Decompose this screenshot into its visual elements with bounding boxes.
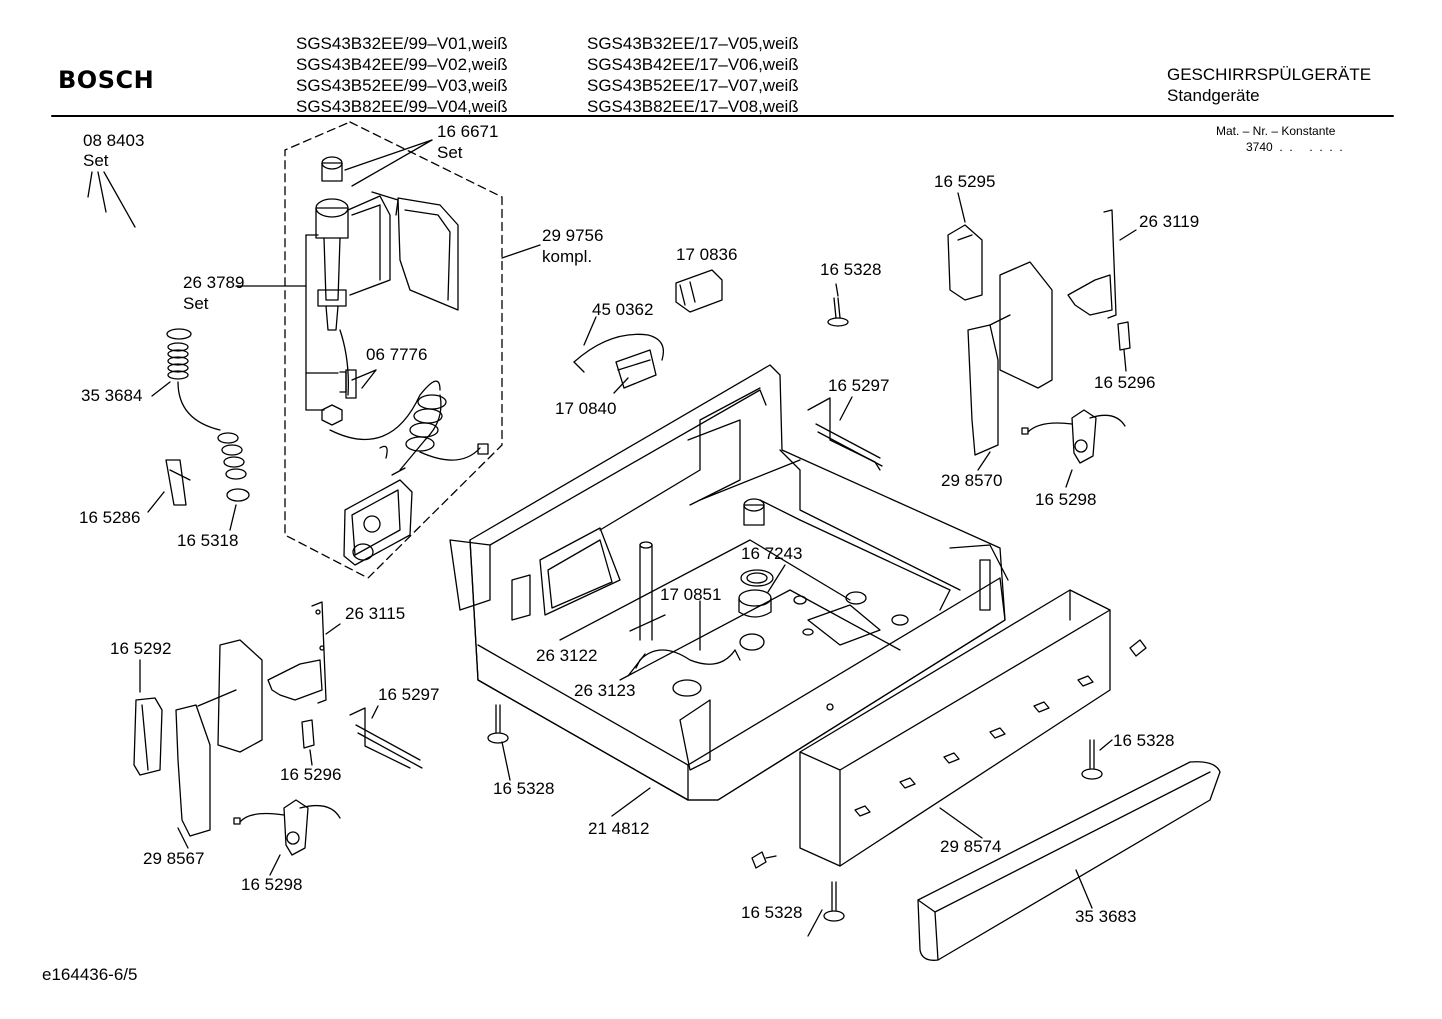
screw-165328-right (1081, 739, 1103, 780)
part-label: 16 5328 (741, 903, 803, 922)
part-label: 16 5295 (934, 172, 996, 191)
part-label: 26 3123 (574, 681, 636, 700)
clip-165296-right (1117, 321, 1131, 351)
part-label: 16 5292 (110, 639, 172, 658)
model-item: SGS43B52EE/17–V07,weiß (587, 76, 799, 95)
screw-165328-top (827, 297, 849, 327)
trim-353683 (917, 761, 1221, 961)
category-title: GESCHIRRSPÜLGERÄTE (1167, 65, 1372, 84)
clip-165296-left (301, 719, 315, 749)
part-label: 16 6671 (437, 122, 499, 141)
connector-170836 (675, 269, 723, 313)
part-label: 16 5296 (280, 765, 342, 784)
spring-and-hose-left (165, 328, 250, 506)
part-label: 35 3684 (81, 386, 143, 405)
part-label: 16 5298 (241, 875, 303, 894)
model-list-1: SGS43B32EE/99–V01,weiß SGS43B42EE/99–V02… (296, 33, 508, 117)
model-item: SGS43B32EE/17–V05,weiß (587, 34, 799, 53)
model-item: SGS43B42EE/99–V02,weiß (296, 55, 508, 74)
part-label: 29 8567 (143, 849, 205, 868)
model-item: SGS43B32EE/99–V01,weiß (296, 34, 508, 53)
part-label: 16 5318 (177, 531, 239, 550)
model-item: SGS43B52EE/99–V03,weiß (296, 76, 508, 95)
material-number-value: 3740 . . . . . . (1246, 140, 1343, 154)
part-label: 45 0362 (592, 300, 654, 319)
brand-logo: BOSCH (58, 66, 155, 94)
water-valve-assembly (315, 156, 459, 426)
bracket-298567 (133, 639, 263, 837)
hose-assembly (329, 380, 489, 476)
screw-165328-left (487, 704, 509, 744)
screw-small-a (1129, 639, 1147, 657)
cable-450362 (573, 333, 665, 389)
part-label: 06 7776 (366, 345, 428, 364)
drawing-id: e164436-6/5 (42, 965, 138, 984)
part-label: 17 0836 (676, 245, 738, 264)
part-label: 35 3683 (1075, 907, 1137, 926)
kickplate-298574 (799, 589, 1111, 867)
part-label: 26 3119 (1139, 212, 1200, 231)
part-label: 17 0851 (660, 585, 722, 604)
base-frame-214812 (449, 364, 1009, 801)
part-label: 16 5296 (1094, 373, 1156, 392)
model-list-2: SGS43B32EE/17–V05,weiß SGS43B42EE/17–V06… (587, 33, 799, 117)
part-label: 16 5328 (820, 260, 882, 279)
part-note: kompl. (542, 247, 593, 266)
part-label: 08 8403 (83, 131, 145, 150)
part-note: Set (437, 143, 463, 162)
part-label: 16 5328 (493, 779, 555, 798)
model-item: SGS43B42EE/17–V06,weiß (587, 55, 799, 74)
bracket-165295 (947, 224, 983, 301)
part-label: 16 5298 (1035, 490, 1097, 509)
part-note: Set (83, 151, 109, 170)
part-label: 16 5297 (378, 685, 440, 704)
spring-165297-right (807, 397, 883, 471)
bracket-263115 (267, 601, 327, 704)
screw-165328-bottom (823, 881, 845, 922)
spring-165297-left (349, 707, 423, 769)
category-subtitle: Standgeräte (1167, 86, 1260, 105)
part-label: 26 3789 (183, 273, 245, 292)
material-number-label: Mat. – Nr. – Konstante (1216, 124, 1336, 138)
part-label: 29 8570 (941, 471, 1003, 490)
rings-167243 (738, 569, 774, 618)
part-label: 17 0840 (555, 399, 617, 418)
part-label: 16 5328 (1113, 731, 1175, 750)
model-item: SGS43B82EE/17–V08,weiß (587, 97, 799, 116)
cable-170851 (635, 649, 741, 669)
part-note: Set (183, 294, 209, 313)
latch-165298-right (1021, 409, 1126, 464)
bracket-263119 (1067, 209, 1117, 319)
screw-small-b (751, 851, 777, 869)
bracket-298570 (967, 261, 1053, 456)
part-label: 26 3115 (345, 604, 406, 623)
part-label: 26 3122 (536, 646, 598, 665)
valve-group-outline (284, 121, 503, 579)
sensor-holder (343, 479, 413, 566)
part-label: 29 9756 (542, 226, 604, 245)
latch-165298-left (233, 799, 341, 856)
part-label: 29 8574 (940, 837, 1002, 856)
part-label: 16 7243 (741, 544, 803, 563)
part-label: 16 5297 (828, 376, 890, 395)
model-item: SGS43B82EE/99–V04,weiß (296, 97, 508, 116)
part-label: 21 4812 (588, 819, 650, 838)
part-label: 16 5286 (79, 508, 141, 527)
